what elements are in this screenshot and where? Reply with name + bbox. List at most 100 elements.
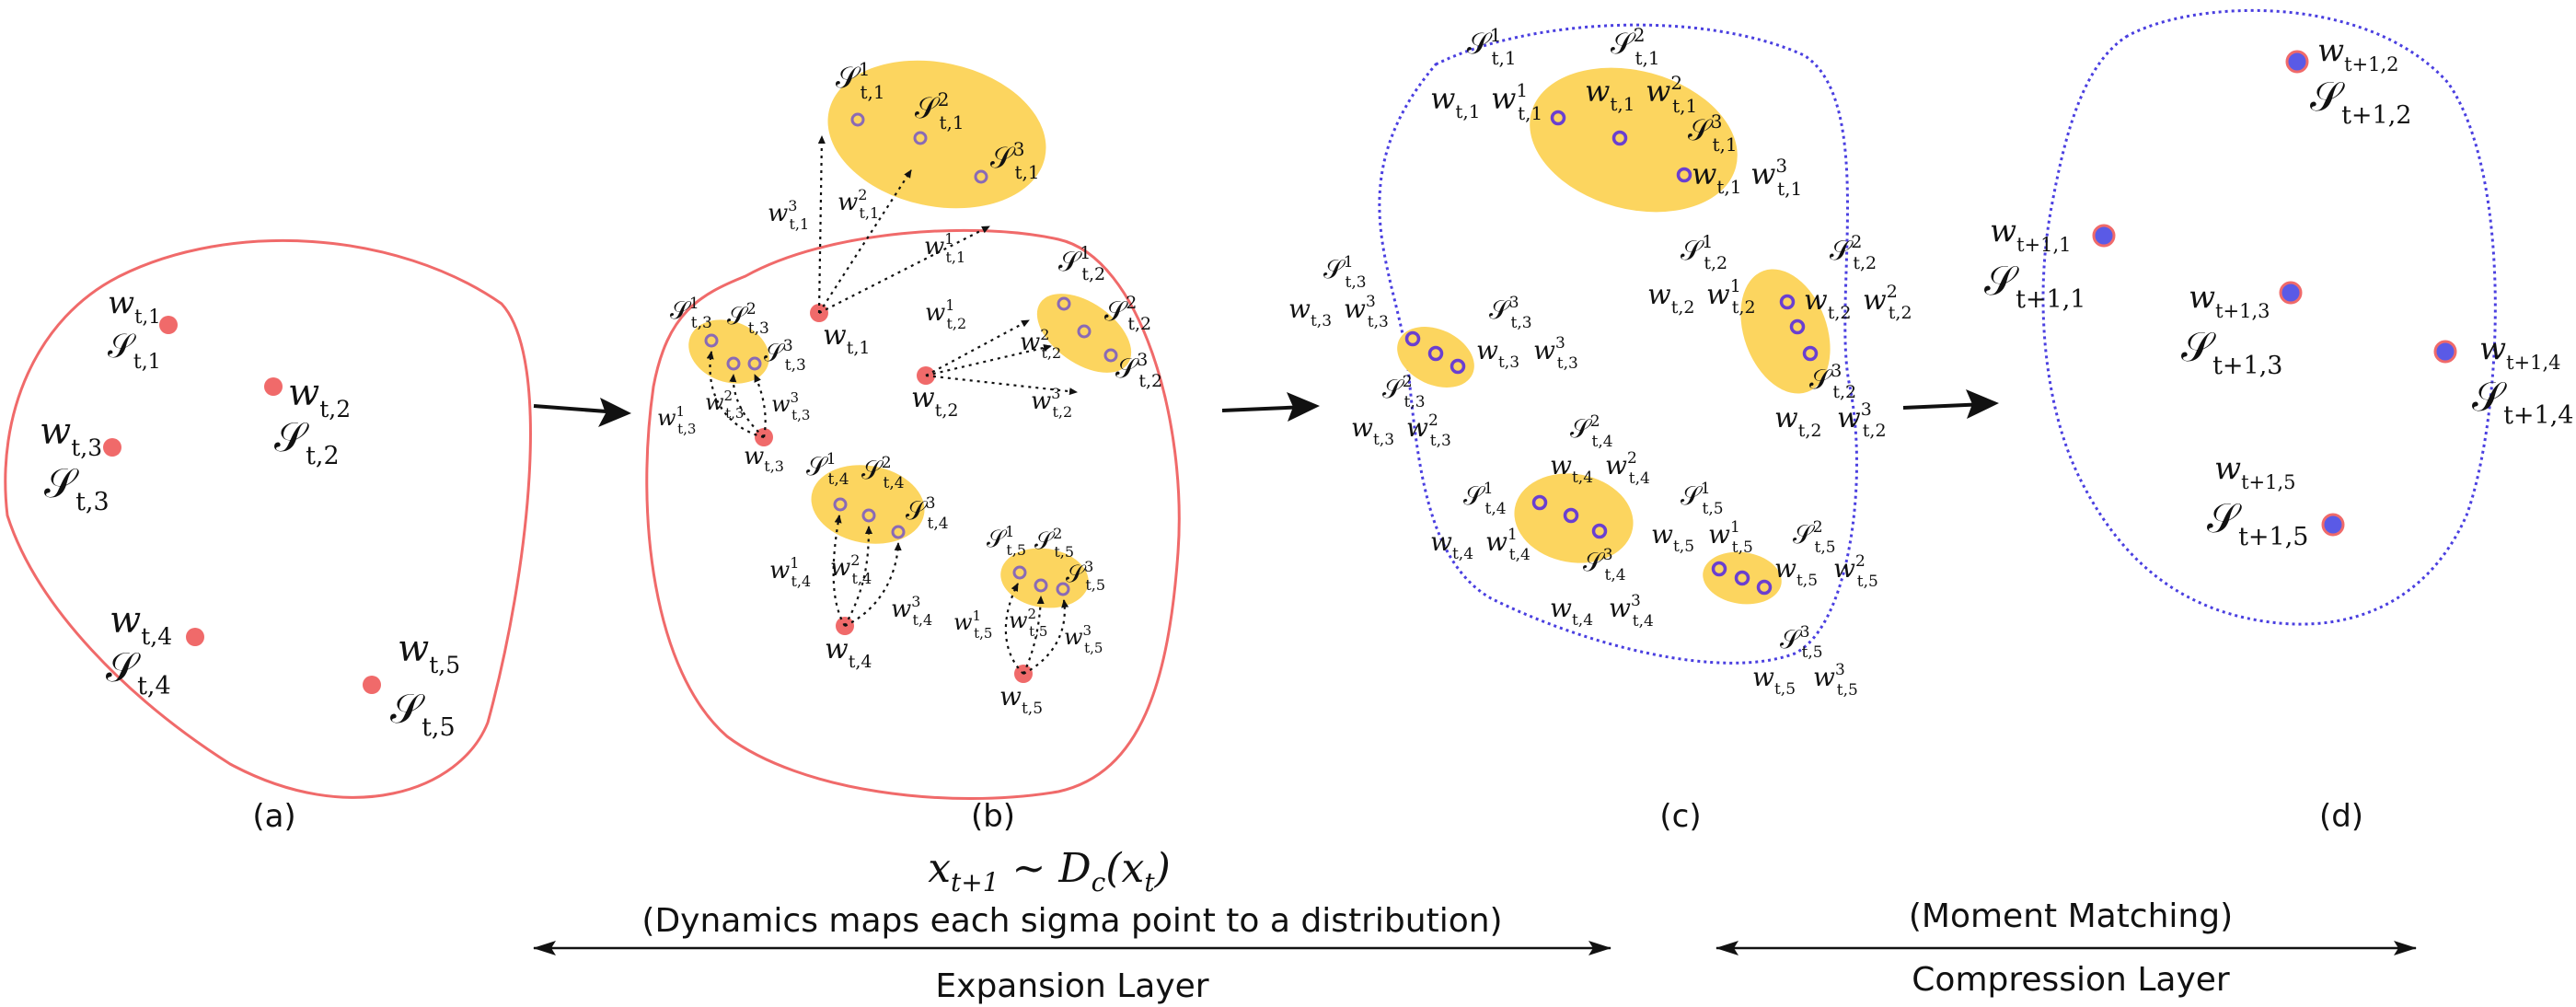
sub-sigma-point <box>704 333 719 348</box>
weight-label: wt+1,1 <box>1990 213 2072 256</box>
sub-sigma-point <box>1734 570 1750 586</box>
dynamics-arrow <box>1022 596 1045 675</box>
sub-sigma-point <box>1676 167 1692 183</box>
sigma-label: 𝒮t,2 <box>274 414 340 470</box>
weight-label: wt,3 <box>1476 335 1519 372</box>
dynamics-arrow <box>753 374 767 438</box>
dynamics-arrow <box>818 226 990 314</box>
weight-label: wt,5 <box>1774 553 1818 590</box>
weight-label: wt,1 <box>823 319 870 358</box>
weight-label: wt,4 <box>1430 527 1473 563</box>
dynamics-arrow <box>844 526 872 627</box>
panel-label-c: (c) <box>1659 798 1701 835</box>
sub-sigma-point <box>1404 330 1421 347</box>
panel-label-b: (b) <box>971 798 1015 835</box>
dynamics-equation: xt+1 ~ Dc(xt) <box>928 845 1171 897</box>
weight-label: wt,3 <box>1288 294 1332 330</box>
weight-label: wt,1 <box>1430 81 1481 122</box>
weight-label: wt,2 <box>1804 284 1851 323</box>
panel-label-d: (d) <box>2319 798 2363 835</box>
sub-sigma-point <box>1034 578 1048 593</box>
compressed-sigma-point <box>2092 224 2116 248</box>
sigma-point-dot <box>103 438 121 457</box>
transition-arrowhead-c-d <box>1966 389 1999 419</box>
weight-label: wt+1,2 <box>2317 32 2399 75</box>
distribution-blob <box>811 465 925 544</box>
distribution-blob <box>1036 294 1132 373</box>
sub-sigma-point <box>1012 565 1027 580</box>
weight-label: wt,1 <box>1585 74 1635 115</box>
compression-layer-title: Compression Layer <box>1912 961 2230 999</box>
compressed-sigma-point <box>2285 50 2309 74</box>
weight-label: wt+1,5 <box>2214 450 2296 493</box>
sub-sigma-point <box>1057 296 1071 311</box>
sub-sigma-point <box>1427 345 1444 362</box>
sub-sigma-point <box>1756 579 1773 596</box>
sub-sigma-point <box>974 169 988 184</box>
compressed-sigma-point <box>2321 513 2345 537</box>
sigma-point-dot <box>186 628 204 646</box>
sigma-label: 𝒮t+1,4 <box>2472 374 2573 430</box>
expansion-note: (Dynamics maps each sigma point to a dis… <box>641 902 1502 940</box>
panel-a: wt,1𝒮t,1wt,2𝒮t,2wt,3𝒮t,3wt,4𝒮t,4wt,5𝒮t,5… <box>4 239 532 835</box>
sub-sigma-point <box>1789 318 1806 335</box>
sub-sigma-point <box>1077 324 1092 339</box>
sub-sigma-point <box>1611 130 1628 146</box>
sub-sigma-point <box>1591 523 1608 539</box>
sigma-label: 𝒮t+1,1 <box>1984 258 2085 314</box>
weight-label: wt,3 <box>1351 412 1394 449</box>
weight-label: wt,3 <box>40 411 102 461</box>
weight-label: wt,2 <box>911 382 958 421</box>
weight-label: wt,1 <box>108 284 161 328</box>
expansion-layer-title: Expansion Layer <box>935 967 1208 1005</box>
weight-label: wt,4 <box>825 633 872 672</box>
weight-label: wt,5 <box>1752 662 1796 699</box>
panel-b-boundary <box>645 228 1181 800</box>
sub-sigma-point <box>1563 507 1579 524</box>
sigma-point-dot <box>363 676 381 694</box>
sigma-label: 𝒮t+1,5 <box>2207 495 2308 551</box>
transition-arrow-a-b <box>533 404 619 414</box>
sub-sigma-point <box>861 508 876 523</box>
weight-label: wt,5 <box>1651 519 1694 556</box>
sigma-label: 𝒮t+1,2 <box>2310 74 2411 130</box>
panel-a-boundary <box>4 239 532 799</box>
sub-sigma-point <box>747 356 762 371</box>
distribution-blob <box>1740 269 1831 394</box>
